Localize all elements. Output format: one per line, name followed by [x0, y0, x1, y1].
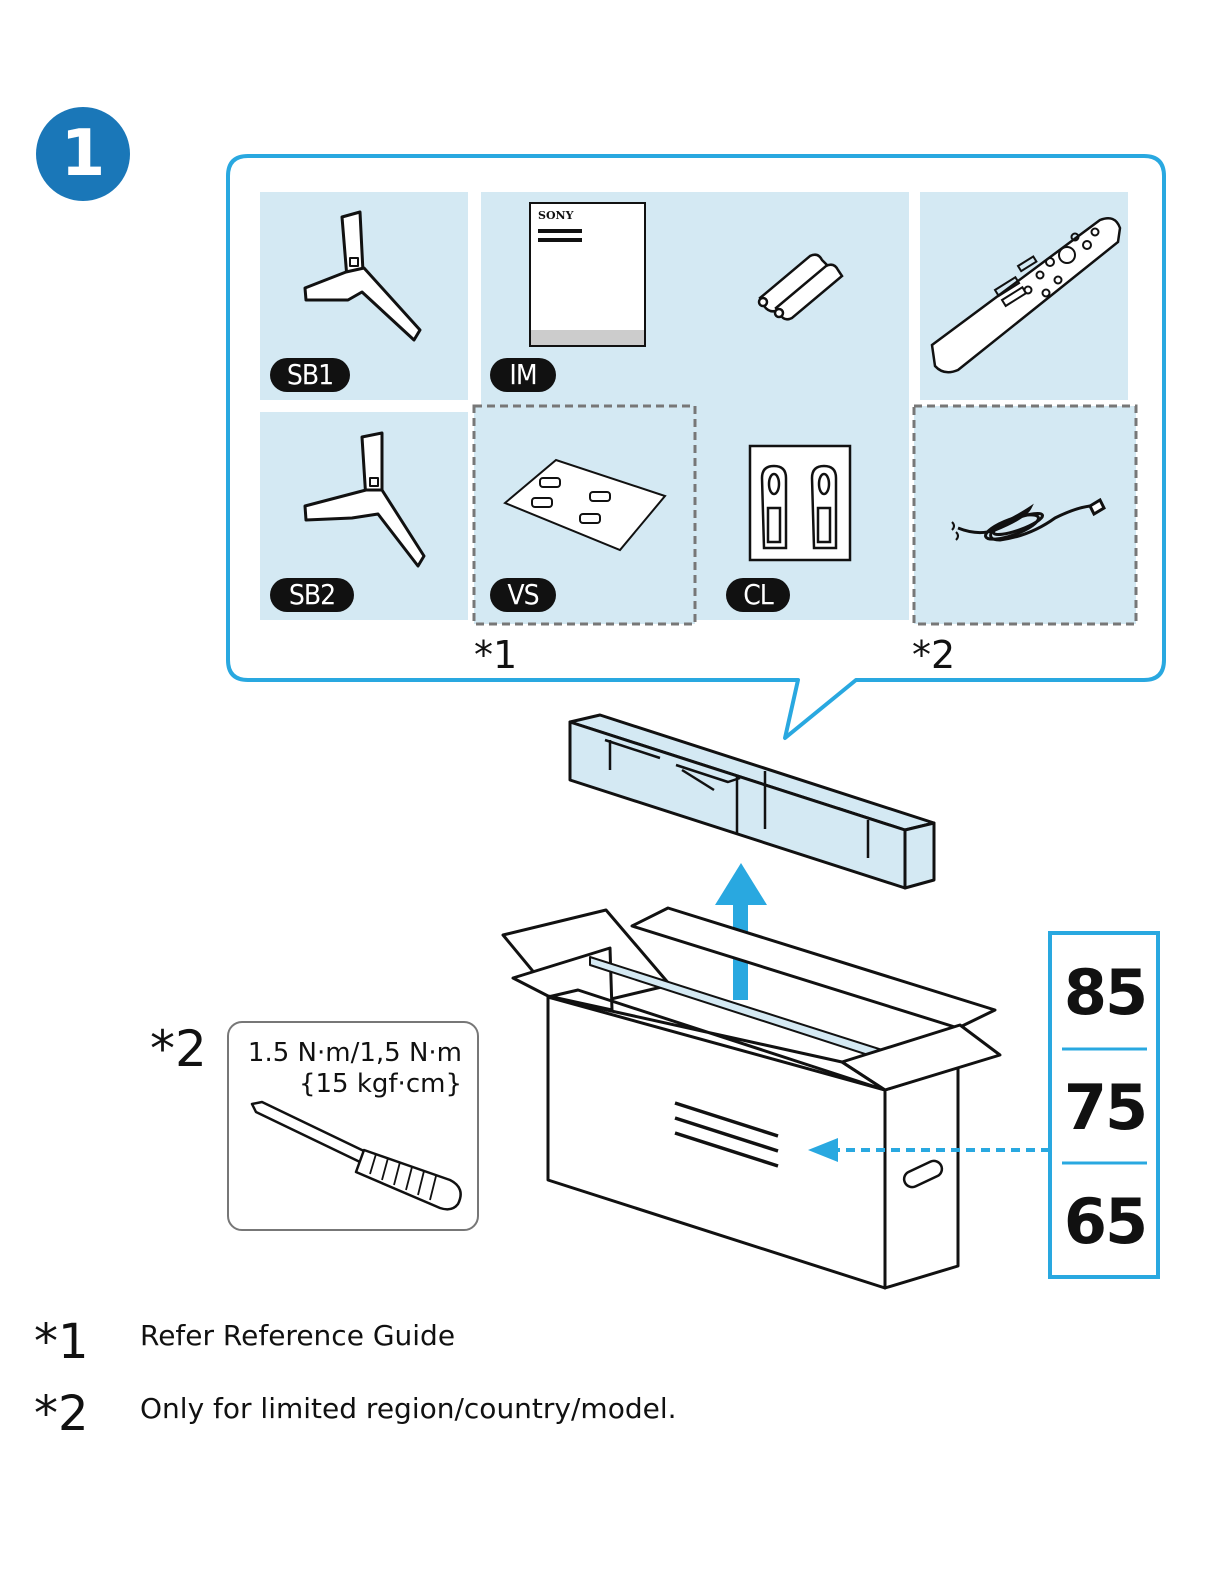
note-marker-star1: *1 [474, 636, 517, 674]
cable-holders-icon [750, 446, 850, 560]
screen-size-85: 85 [1052, 962, 1158, 1024]
torque-value: 1.5 N·m/1,5 N·m {15 kgf·cm} [240, 1038, 462, 1100]
footnote-text-1: Refer Reference Guide [140, 1322, 455, 1350]
torque-line-2: {15 kgf·cm} [240, 1069, 462, 1100]
foam-packing-icon [570, 715, 934, 888]
screen-size-65: 65 [1052, 1191, 1158, 1253]
part-code-sb2: SB2 [270, 578, 354, 612]
screen-size-75: 75 [1052, 1077, 1158, 1139]
note-marker-star2: *2 [912, 636, 955, 674]
svg-text:SONY: SONY [538, 209, 574, 222]
instruction-manual-icon: SONY [530, 203, 645, 346]
part-code-vs: VS [490, 578, 556, 612]
torque-line-1: 1.5 N·m/1,5 N·m [240, 1038, 462, 1069]
footnote-mark-1: *1 [34, 1318, 89, 1366]
part-code-im: IM [490, 358, 556, 392]
part-code-cl: CL [726, 578, 790, 612]
step-number-badge: 1 [36, 107, 130, 201]
part-code-sb1: SB1 [270, 358, 350, 392]
footnote-text-2: Only for limited region/country/model. [140, 1395, 677, 1423]
tool-note-marker: *2 [150, 1024, 207, 1074]
footnote-mark-2: *2 [34, 1390, 89, 1438]
tv-box-icon [503, 908, 1000, 1288]
